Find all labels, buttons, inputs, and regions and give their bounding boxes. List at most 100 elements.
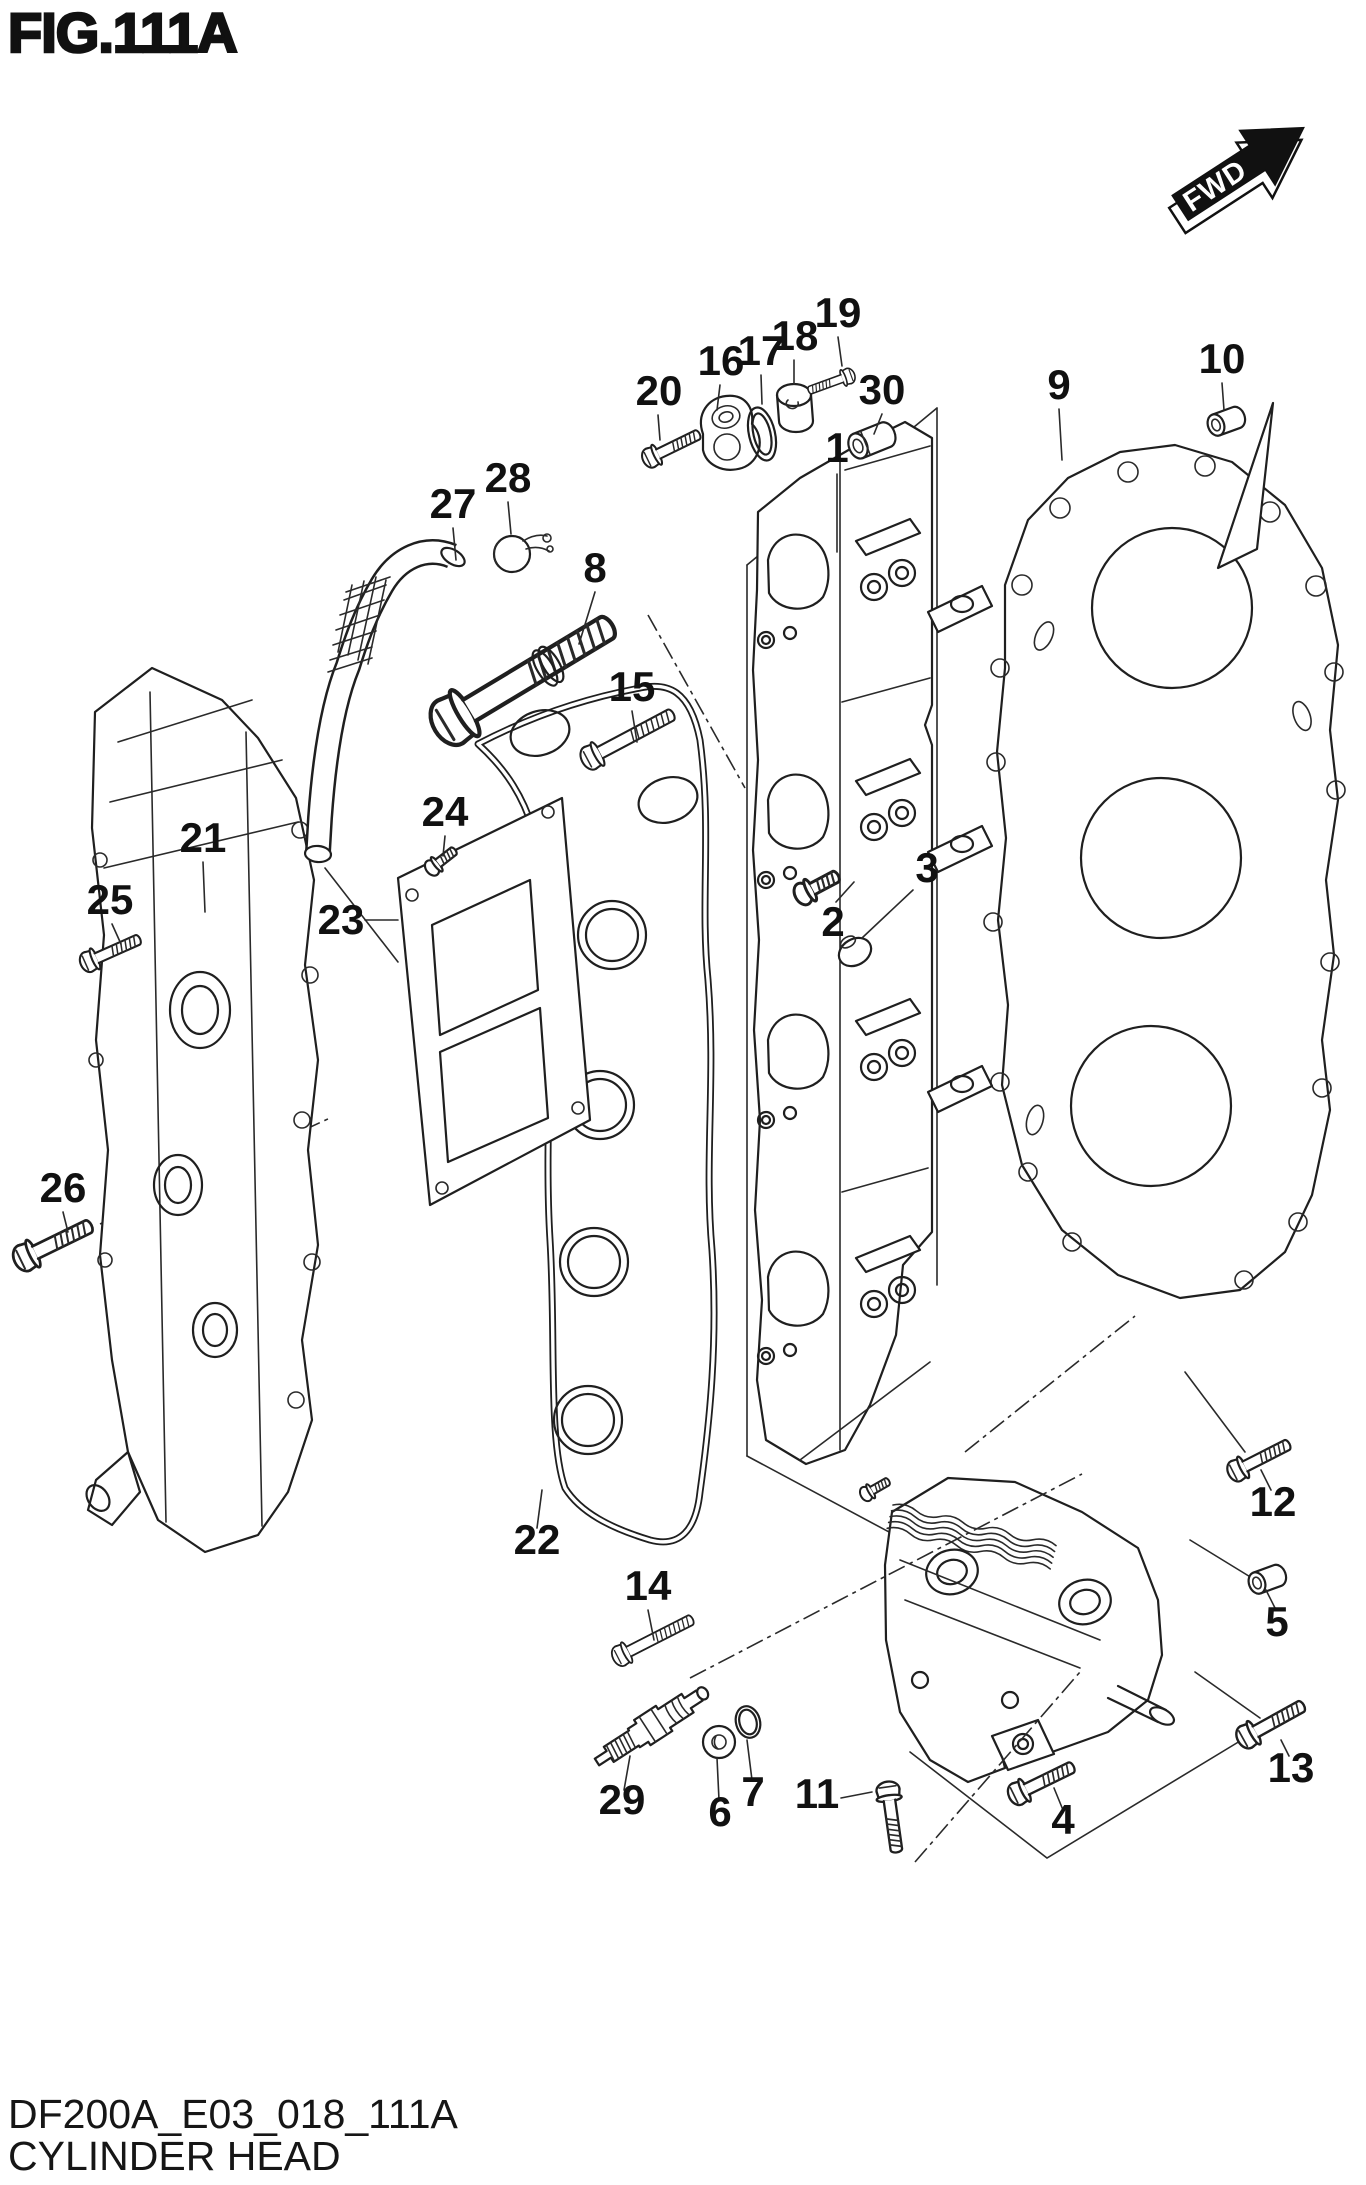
part-label-21: 21: [180, 814, 227, 861]
plug-washer-6: [701, 1724, 737, 1760]
breather-plate: [396, 796, 592, 1207]
part-label-25: 25: [87, 876, 134, 923]
bolt-19: [804, 365, 859, 400]
label-leader-lines: [62, 336, 1290, 1811]
part-label-5: 5: [1265, 1598, 1288, 1645]
lower-ports: [925, 1548, 1112, 1626]
leader-line: [840, 1791, 873, 1799]
part-label-4: 4: [1051, 1796, 1075, 1843]
leader-line: [1280, 1739, 1290, 1757]
leader-line: [202, 861, 206, 913]
part-label-15: 15: [609, 663, 656, 710]
part-label-12: 12: [1250, 1478, 1297, 1525]
part-label-19: 19: [815, 289, 862, 336]
outlet-oring: [746, 406, 778, 462]
part-label-20: 20: [636, 367, 683, 414]
leader-line: [716, 1757, 720, 1801]
leader-line: [111, 923, 122, 945]
breather-hose: [303, 539, 466, 864]
part-label-3: 3: [915, 844, 938, 891]
head-bolt-8: [422, 602, 626, 754]
oring-7: [734, 1705, 762, 1739]
cylinder-bores: [1069, 526, 1254, 1188]
part-label-8: 8: [583, 544, 606, 591]
leader-line: [631, 710, 638, 743]
part-label-10: 10: [1199, 335, 1246, 382]
part-label-27: 27: [430, 480, 477, 527]
cap-3: [837, 935, 873, 968]
part-label-11: 11: [795, 1770, 839, 1817]
part-label-17: 17: [738, 327, 785, 374]
plug-30: [847, 421, 897, 460]
part-label-26: 26: [40, 1164, 87, 1211]
head-bosses: [756, 630, 776, 1366]
knurled-sleeve: [327, 576, 391, 673]
laminated-gasket-edge: [886, 1503, 1057, 1570]
leader-line: [835, 881, 855, 903]
cam-caps: [854, 517, 922, 1274]
leader-line: [1260, 1469, 1272, 1491]
figure-title: FIG.111A: [8, 1, 237, 64]
bushing-10: [1206, 405, 1247, 437]
part-label-28: 28: [485, 454, 532, 501]
part-label-9: 9: [1047, 361, 1070, 408]
part-label-7: 7: [741, 1768, 764, 1815]
head-gasket: [983, 443, 1346, 1300]
part-label-13: 13: [1268, 1744, 1315, 1791]
spark-plug: [593, 1686, 710, 1767]
leader-line: [760, 374, 763, 405]
construction-lines: [324, 407, 1261, 1859]
leader-line: [746, 1739, 753, 1781]
head-cover: [85, 666, 321, 1554]
leader-line: [837, 336, 843, 367]
exhaust-stubs: [926, 584, 994, 1114]
leader-line: [62, 1211, 69, 1233]
cap: [775, 382, 815, 434]
drawing-code: DF200A_E03_018_111A: [8, 2091, 458, 2137]
lower-stud: [856, 1472, 895, 1505]
part-label-18: 18: [772, 312, 819, 359]
water-outlet: [700, 394, 761, 471]
fwd-arrow: FWD: [1167, 126, 1305, 235]
leader-line: [1053, 1787, 1064, 1811]
leader-line: [1221, 382, 1225, 411]
leader-line: [442, 835, 446, 857]
leader-line: [716, 384, 721, 411]
part-label-23: 23: [318, 896, 365, 943]
cylinder-head: [751, 420, 994, 1466]
drawing-caption: CYLINDER HEAD: [8, 2133, 341, 2179]
leader-line: [647, 1609, 655, 1641]
part-label-22: 22: [514, 1516, 561, 1563]
part-label-1: 1: [825, 424, 848, 471]
fwd-arrow-face: [1171, 126, 1305, 222]
cover-bosses: [152, 970, 239, 1359]
leader-line: [873, 413, 883, 435]
outlet-bolt-20: [637, 422, 706, 473]
leader-line: [657, 414, 661, 441]
part-label-29: 29: [599, 1776, 646, 1823]
head-bolt-washer: [531, 645, 565, 687]
part-label-6: 6: [708, 1788, 731, 1835]
part-label-2: 2: [821, 898, 844, 945]
bushing-5: [1247, 1563, 1288, 1595]
hose-clamp: [492, 533, 554, 574]
fit-arrow: [1216, 401, 1275, 570]
leader-line: [623, 1755, 631, 1791]
leader-line: [861, 889, 914, 939]
anode-stub: [1106, 1684, 1176, 1726]
bolt-11: [873, 1778, 911, 1856]
leader-line: [1058, 408, 1063, 461]
valve-springs: [859, 558, 917, 1319]
part-label-14: 14: [625, 1562, 672, 1609]
part-label-16: 16: [698, 337, 745, 384]
leader-line: [578, 591, 596, 645]
leader-line: [536, 1489, 543, 1529]
intake-ports: [766, 533, 830, 1358]
leader-line: [1265, 1589, 1277, 1611]
cylinder-head-lower-section: [856, 1472, 1176, 1784]
leader-line: [507, 501, 512, 535]
part-label-30: 30: [859, 366, 906, 413]
